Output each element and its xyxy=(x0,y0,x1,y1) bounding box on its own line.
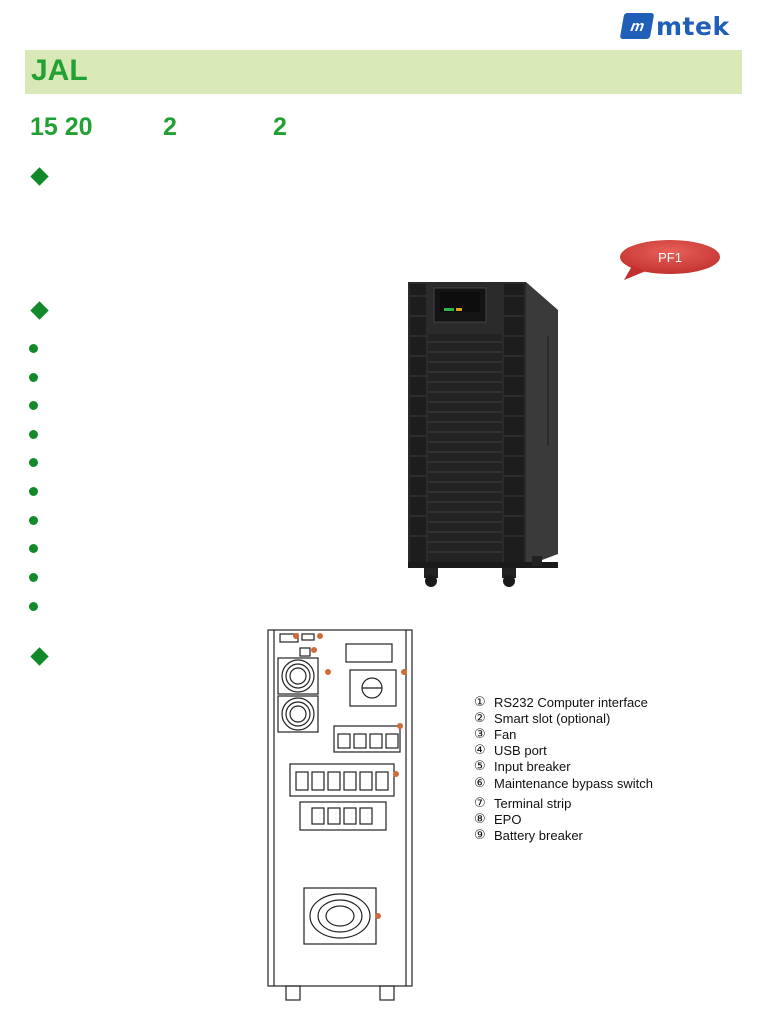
section-diamond-icon xyxy=(30,167,49,186)
brand-logo: m mtek xyxy=(619,11,730,41)
spec-value-1: 15 20 xyxy=(30,113,93,141)
legend-label: RS232 Computer interface xyxy=(494,694,648,710)
bullet-dot-icon xyxy=(29,344,38,353)
ups-tower-image xyxy=(408,282,558,587)
bullet-dot-icon xyxy=(29,602,38,611)
legend-number: ⑤ xyxy=(474,759,486,775)
legend-item: ① RS232 Computer interface xyxy=(474,694,653,710)
legend-item: ② Smart slot (optional) xyxy=(474,710,653,726)
legend-label: Fan xyxy=(494,726,517,742)
legend-number: ⑨ xyxy=(474,828,486,844)
legend-item: ⑧ EPO xyxy=(474,811,653,827)
page-title: JAL xyxy=(31,54,88,87)
legend-item: ⑨ Battery breaker xyxy=(474,828,653,844)
bullet-dot-icon xyxy=(29,516,38,525)
legend-label: Maintenance bypass switch xyxy=(494,775,653,791)
section-diamond-icon xyxy=(30,301,49,320)
rear-panel-diagram xyxy=(267,629,413,1001)
bullet-dot-icon xyxy=(29,544,38,553)
bullet-dot-icon xyxy=(29,487,38,496)
bullet-dot-icon xyxy=(29,401,38,410)
legend-number: ⑦ xyxy=(474,795,486,811)
legend-number: ① xyxy=(474,694,486,710)
spec-value-2: 2 xyxy=(163,113,177,141)
title-banner: JAL xyxy=(25,50,742,94)
legend-item: ⑦ Terminal strip xyxy=(474,795,653,811)
bullet-dot-icon xyxy=(29,430,38,439)
legend-label: Smart slot (optional) xyxy=(494,710,611,726)
legend-label: Terminal strip xyxy=(494,795,572,811)
component-legend: ① RS232 Computer interface ② Smart slot … xyxy=(474,694,653,844)
logo-wordmark: mtek xyxy=(656,11,730,41)
spec-value-3: 2 xyxy=(273,113,287,141)
pf1-callout: PF1 xyxy=(620,240,720,280)
logo-mark-icon: m xyxy=(619,13,655,39)
legend-item: ④ USB port xyxy=(474,743,653,759)
legend-item: ⑥ Maintenance bypass switch xyxy=(474,775,653,791)
legend-number: ③ xyxy=(474,726,486,742)
legend-number: ④ xyxy=(474,743,486,759)
legend-item: ③ Fan xyxy=(474,726,653,742)
legend-number: ② xyxy=(474,710,486,726)
legend-number: ⑥ xyxy=(474,775,486,791)
legend-label: Battery breaker xyxy=(494,828,583,844)
legend-label: Input breaker xyxy=(494,759,571,775)
legend-number: ⑧ xyxy=(474,811,486,827)
bullet-dot-icon xyxy=(29,458,38,467)
legend-label: EPO xyxy=(494,811,522,827)
bullet-dot-icon xyxy=(29,573,38,582)
legend-label: USB port xyxy=(494,743,547,759)
pf1-label: PF1 xyxy=(658,250,682,265)
section-diamond-icon xyxy=(30,647,49,666)
bullet-dot-icon xyxy=(29,373,38,382)
legend-item: ⑤ Input breaker xyxy=(474,759,653,775)
